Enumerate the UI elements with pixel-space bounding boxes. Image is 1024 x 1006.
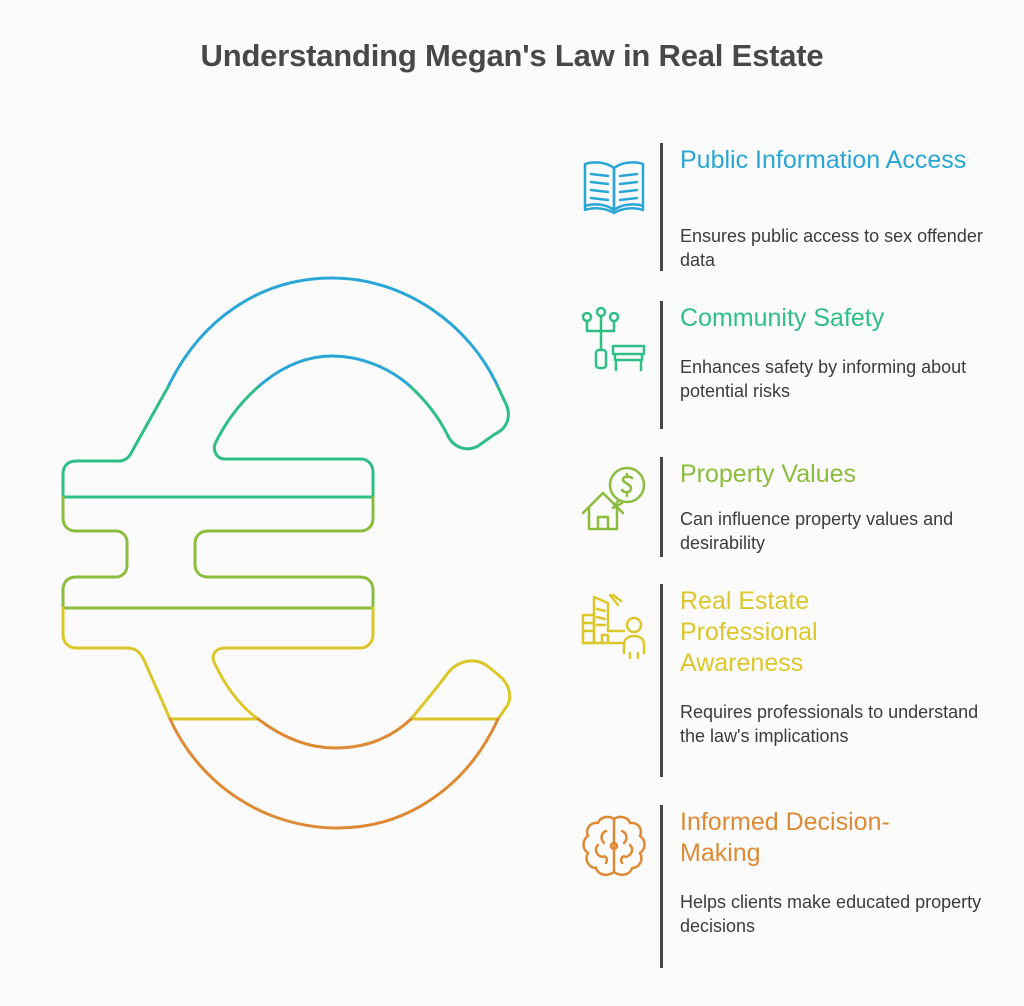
euro-sign-graphic [61,276,512,830]
divider-line [660,301,663,429]
item-community-safety: Community Safety Enhances safety by info… [580,300,1000,430]
divider-line [660,143,663,271]
item-description: Helps clients make educated property dec… [680,892,982,936]
item-description: Ensures public access to sex offender da… [680,226,983,270]
divider-line [660,457,663,557]
divider-line [660,805,663,968]
item-property-values: Property Values Can influence property v… [580,457,1000,557]
item-real-estate-professional-awareness: Real Estate Professional Awareness Requi… [580,583,1000,778]
item-description: Can influence property values and desira… [680,509,954,553]
euro-segment-green [61,495,375,610]
euro-segment-blue [166,276,500,389]
park-bench-icon [581,306,646,372]
item-description: Requires professionals to understand the… [680,702,979,746]
item-informed-decision-making: Informed Decision-Making Helps clients m… [580,805,1000,970]
euro-segment-teal [61,385,510,499]
brain-icon [582,815,646,877]
euro-segment-orange [168,717,500,830]
item-title: Community Safety [680,304,885,332]
item-title: Real Estate Professional Awareness [680,587,818,677]
open-book-icon [583,161,645,215]
agent-building-icon [581,593,646,659]
item-description: Enhances safety by informing about poten… [680,357,967,401]
item-title: Public Information Access [680,146,967,174]
page-title: Understanding Megan's Law in Real Estate [200,38,824,73]
euro-segment-yellow [61,606,512,721]
house-dollar-icon [581,466,646,531]
item-title: Property Values [680,460,857,488]
divider-line [660,584,663,777]
item-title: Informed Decision-Making [680,808,890,867]
item-public-information-access: Public Information Access Ensures public… [580,140,1000,275]
